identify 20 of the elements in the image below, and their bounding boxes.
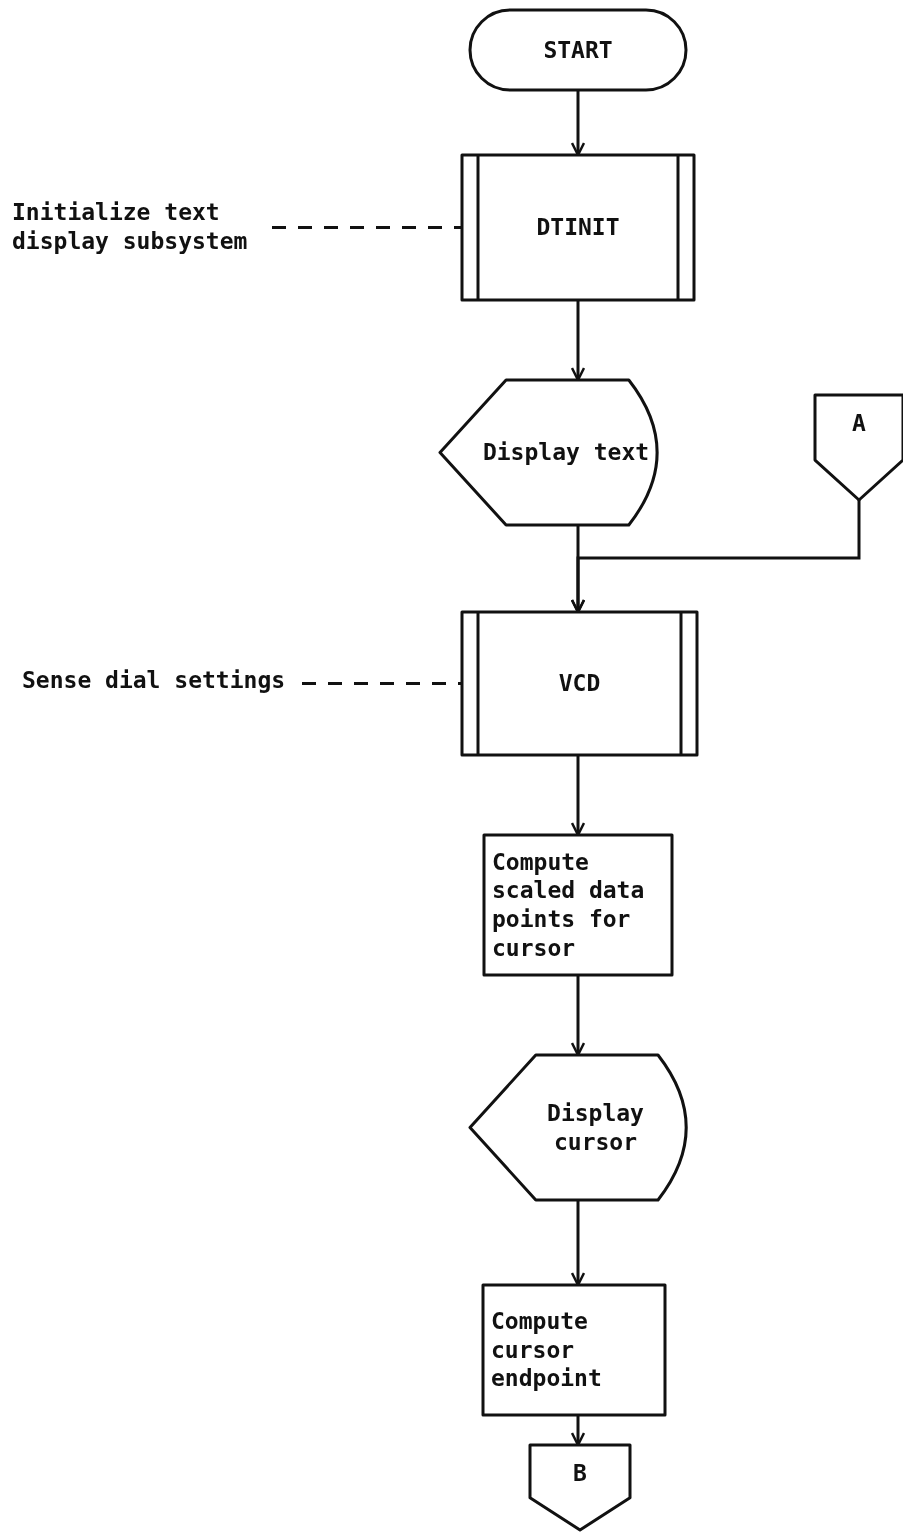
node-label: DTINIT <box>536 213 620 242</box>
node-label: Compute cursor endpoint <box>491 1306 603 1394</box>
offpage-connector <box>530 1445 630 1530</box>
process-box <box>484 835 672 975</box>
predefined-process-box <box>462 155 694 300</box>
node-label: VCD <box>558 669 601 698</box>
node-label: START <box>543 35 613 65</box>
node-label: Display text <box>482 438 650 467</box>
node-label: Display cursor <box>546 1098 645 1157</box>
annotation-text: Sense dial settings <box>22 666 302 695</box>
dashed-line <box>302 682 462 685</box>
predefined-process-box <box>462 612 697 755</box>
node-label: B <box>573 1459 587 1488</box>
terminal-shape <box>470 10 686 90</box>
node-label: Compute scaled data points for cursor <box>492 847 646 963</box>
annotation-text: Initialize text display subsystem <box>12 198 272 256</box>
dashed-line <box>272 226 462 229</box>
node-label: A <box>852 409 866 438</box>
process-box <box>483 1285 665 1415</box>
offpage-connector <box>815 395 903 500</box>
